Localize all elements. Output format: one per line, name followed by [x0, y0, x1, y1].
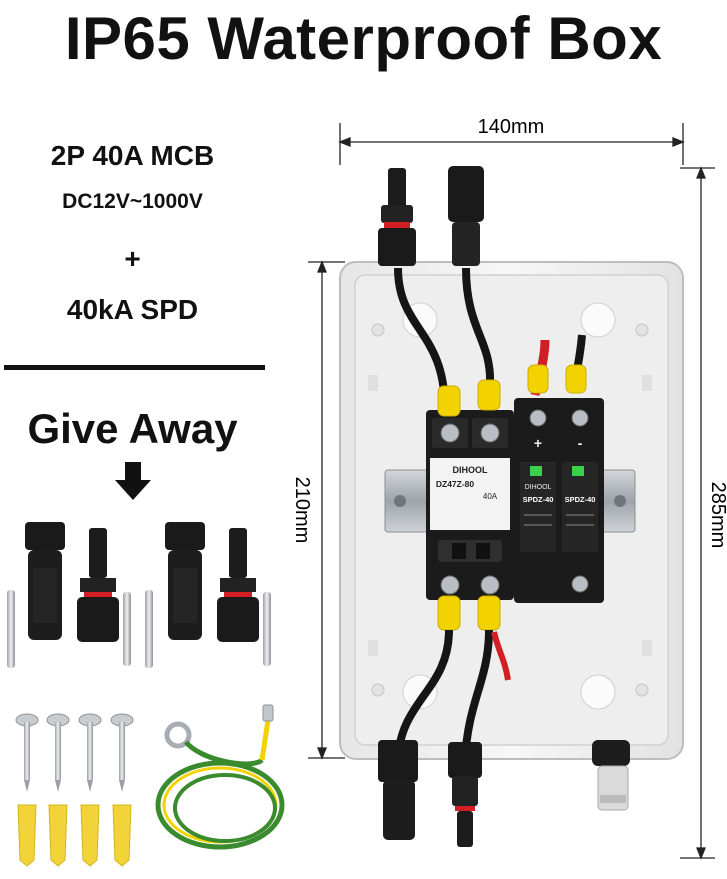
dimension-outer-height: [680, 166, 715, 860]
spd-modules: + - DIHOOL SPDZ-40 SPDZ-40: [514, 398, 604, 603]
dimension-inner-height: [308, 260, 345, 760]
mc4-connector-pair-left: [7, 522, 131, 668]
mcb-breaker: DIHOOL DZ47Z-80 40A: [426, 410, 514, 600]
giveaway-heading: Give Away: [27, 405, 238, 452]
wall-anchors: [17, 804, 132, 867]
spd-brand: DIHOOL: [525, 484, 552, 491]
mcb-rating: 40A: [483, 492, 498, 501]
product-title: IP65 Waterproof Box: [64, 5, 663, 72]
divider: [4, 365, 265, 370]
rail-screw-icon: [394, 495, 406, 507]
spec-mcb: 2P 40A MCB: [50, 140, 215, 171]
spec-plus: +: [124, 243, 141, 274]
bottom-mc4-connectors: [378, 740, 482, 847]
outer-height-label: 285mm: [707, 482, 727, 549]
dimension-width: [338, 123, 685, 165]
cable-gland: [592, 740, 630, 811]
ground-wire: [155, 704, 285, 850]
inner-height-label: 210mm: [291, 477, 313, 544]
spd-minus-terminal: -: [578, 435, 583, 451]
mc4-connector-pair-right: [145, 522, 271, 668]
mcb-model: DZ47Z-80: [436, 479, 475, 489]
mounting-screws: [15, 713, 134, 792]
spd-model: SPDZ-40: [523, 495, 554, 504]
spec-spd: 40kA SPD: [66, 294, 199, 325]
spd-model-2: SPDZ-40: [565, 495, 596, 504]
mcb-brand: DIHOOL: [453, 465, 489, 475]
arrow-down-icon: [115, 462, 151, 500]
spec-voltage: DC12V~1000V: [62, 190, 203, 213]
rail-screw-icon: [614, 495, 626, 507]
spd-plus-terminal: +: [534, 435, 542, 451]
width-label: 140mm: [478, 116, 545, 138]
yellow-ferrules: [437, 364, 587, 631]
